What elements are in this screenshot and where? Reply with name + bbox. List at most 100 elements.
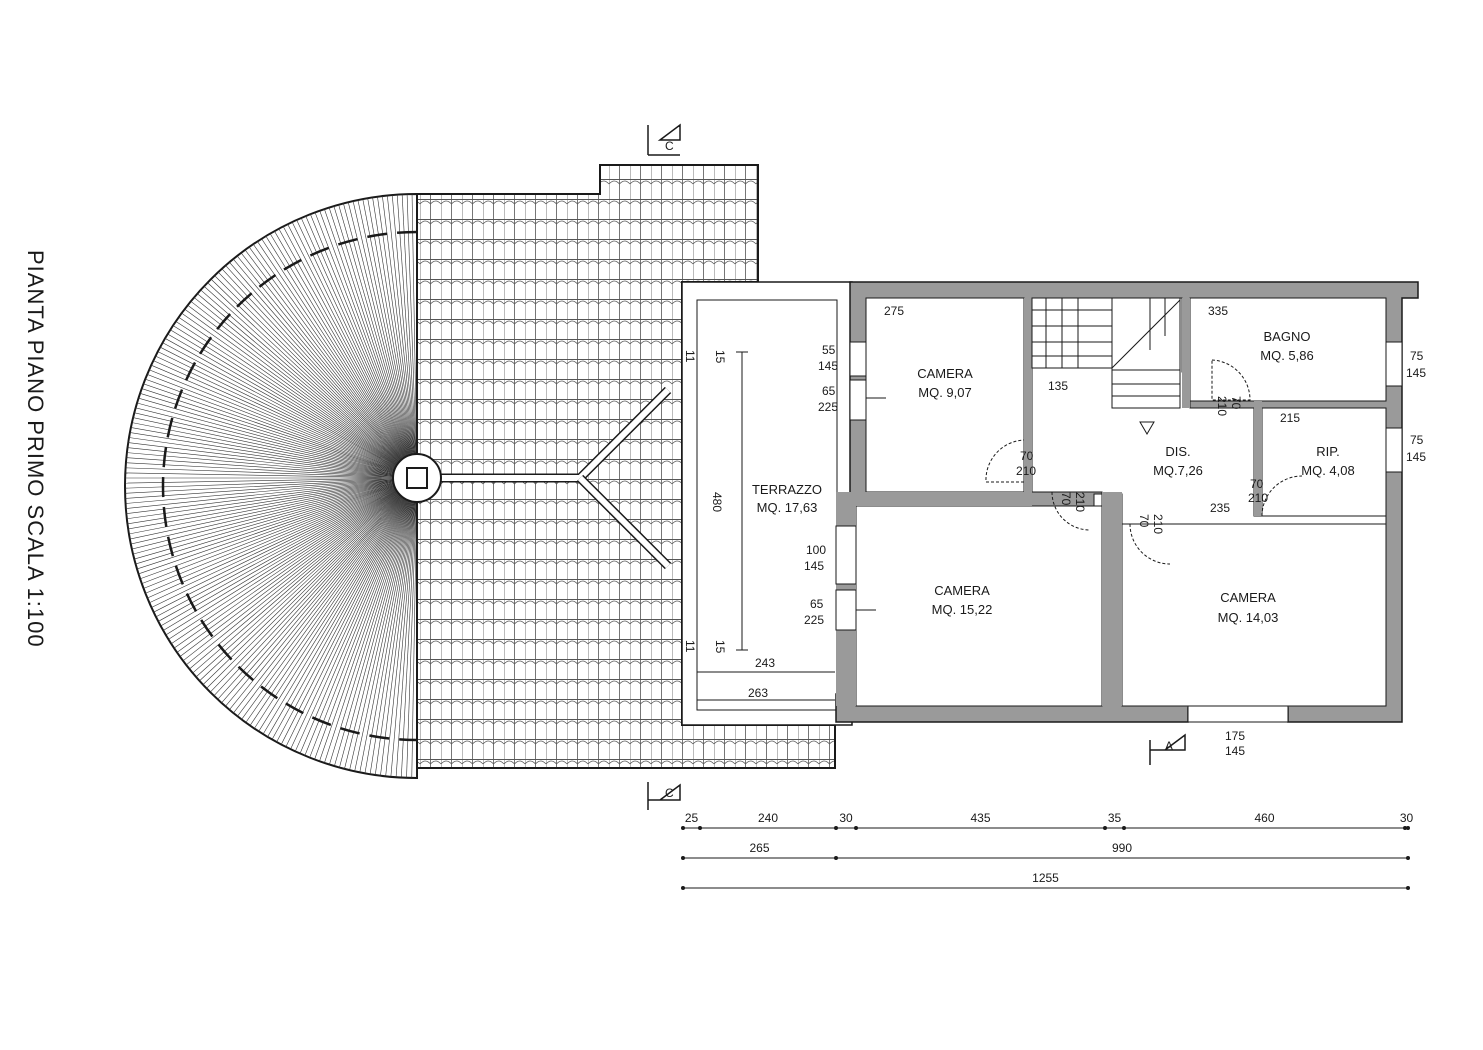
roof-ray bbox=[216, 477, 417, 702]
column-icon bbox=[392, 453, 442, 503]
roof-ray bbox=[253, 477, 417, 730]
dimension-tick bbox=[1406, 826, 1410, 830]
dimension-label: 240 bbox=[758, 811, 778, 825]
roof-ray bbox=[369, 194, 417, 479]
roof-ray bbox=[289, 477, 417, 751]
roof-ray bbox=[125, 477, 417, 551]
dimension-tick bbox=[834, 826, 838, 830]
roof-ray bbox=[262, 477, 417, 736]
roof-ray bbox=[125, 477, 417, 526]
staircase bbox=[1031, 297, 1181, 435]
roof-ray bbox=[174, 477, 417, 655]
roof-ray bbox=[212, 477, 417, 698]
w1a-h: 145 bbox=[818, 359, 838, 373]
roof-ray bbox=[125, 435, 417, 479]
roof-ray bbox=[329, 194, 417, 479]
roof-ray bbox=[227, 244, 417, 479]
wbagno-w: 75 bbox=[1410, 349, 1424, 363]
roof-ray bbox=[280, 210, 417, 479]
roof-ray bbox=[334, 477, 417, 767]
roof-ray bbox=[275, 477, 417, 744]
section-markers bbox=[647, 123, 1186, 810]
roof-ray bbox=[271, 477, 417, 741]
d2-h: 210 bbox=[1215, 396, 1229, 416]
terrazzo-inner-dim: 243 bbox=[755, 656, 775, 670]
roof-ray bbox=[324, 477, 417, 764]
roof-ray bbox=[186, 477, 417, 672]
camera1-area: MQ. 9,07 bbox=[918, 385, 971, 400]
camera2-name: CAMERA bbox=[934, 583, 990, 598]
dimension-label: 25 bbox=[685, 811, 699, 825]
window-rip bbox=[1385, 427, 1403, 473]
roof-ray bbox=[354, 477, 417, 772]
roof-ray bbox=[125, 477, 417, 536]
roof-ray bbox=[130, 477, 417, 566]
roof-ray bbox=[344, 194, 417, 479]
roof-ray bbox=[125, 477, 417, 495]
terrazzo-edge-bottom: 15 bbox=[713, 640, 727, 654]
roof-ray bbox=[236, 238, 417, 479]
roof-ray bbox=[359, 194, 417, 479]
roof-ray bbox=[324, 194, 417, 479]
w2b-h: 225 bbox=[804, 613, 824, 627]
roof-ray bbox=[125, 405, 417, 479]
w1b-w: 65 bbox=[822, 384, 836, 398]
roof-ray bbox=[208, 477, 417, 695]
roof-ray bbox=[125, 477, 417, 510]
roof-ray bbox=[125, 420, 417, 479]
roof-ray bbox=[227, 477, 417, 712]
roof-ray bbox=[257, 477, 417, 733]
dimension-tick bbox=[1122, 826, 1126, 830]
w3-w: 175 bbox=[1225, 729, 1245, 743]
roof-ray bbox=[125, 477, 417, 531]
window-camera1-b bbox=[849, 379, 867, 421]
roof-ray bbox=[216, 254, 417, 479]
roof-ray bbox=[294, 203, 417, 479]
wrip-w: 75 bbox=[1410, 433, 1424, 447]
roof-ray bbox=[374, 477, 417, 776]
roof-ray bbox=[200, 477, 417, 687]
roof-ray bbox=[334, 194, 417, 479]
roof-ray bbox=[197, 273, 417, 479]
roof-ray bbox=[223, 477, 417, 709]
roof-ray bbox=[165, 477, 417, 642]
bagno-width: 335 bbox=[1208, 304, 1228, 318]
window-bagno bbox=[1385, 341, 1403, 387]
roof-ray bbox=[159, 477, 417, 633]
dimension-tick bbox=[681, 826, 685, 830]
roof-ray bbox=[240, 235, 417, 479]
roof-ray bbox=[364, 194, 417, 479]
roof-ray bbox=[128, 395, 417, 479]
roof-ray bbox=[125, 456, 417, 479]
d3-h: 210 bbox=[1248, 491, 1268, 505]
roof-ray bbox=[142, 477, 417, 601]
roof-ray bbox=[171, 305, 417, 479]
roof bbox=[124, 164, 836, 780]
dimension-tick bbox=[681, 886, 685, 890]
roof-ray bbox=[190, 280, 417, 479]
dimension-label: 30 bbox=[839, 811, 853, 825]
camera1-name: CAMERA bbox=[917, 366, 973, 381]
camera3-area: MQ. 14,03 bbox=[1218, 610, 1279, 625]
roof-ray bbox=[400, 477, 417, 778]
roof-ray bbox=[162, 477, 417, 638]
roof-ray bbox=[154, 477, 417, 624]
roof-ray bbox=[406, 194, 417, 479]
roof-ray bbox=[133, 380, 417, 479]
dimension-tick bbox=[1406, 856, 1410, 860]
dimension-tick bbox=[698, 826, 702, 830]
roof-ray bbox=[299, 477, 417, 755]
dimension-tick bbox=[681, 856, 685, 860]
dimension-label: 460 bbox=[1254, 811, 1274, 825]
dis-area: MQ.7,26 bbox=[1153, 463, 1203, 478]
window-dimensions: 55 145 65 225 100 145 65 225 75 145 75 1… bbox=[804, 343, 1426, 758]
roof-ray bbox=[190, 477, 417, 676]
bagno-area: MQ. 5,86 bbox=[1260, 348, 1313, 363]
plan-title: PIANTA PIANO PRIMO SCALA 1:100 bbox=[23, 250, 48, 648]
dis-width: 135 bbox=[1048, 379, 1068, 393]
roof-ray bbox=[197, 477, 417, 683]
dis-width2: 235 bbox=[1210, 501, 1230, 515]
roof-ray bbox=[309, 197, 417, 479]
roof-ray bbox=[125, 467, 417, 479]
